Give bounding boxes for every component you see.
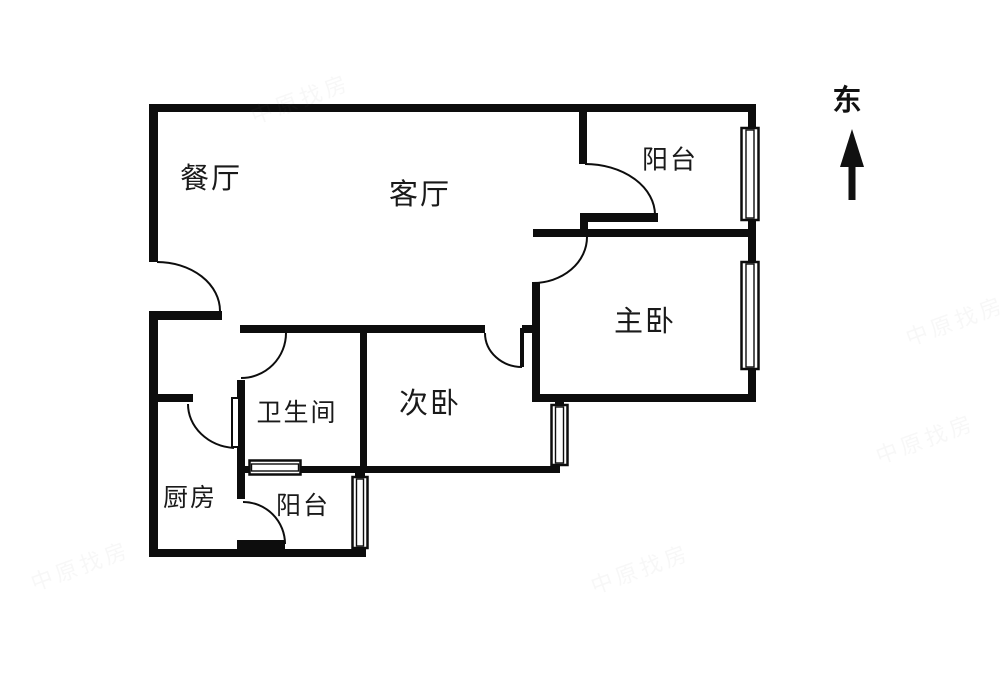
door-arc-bathroom	[240, 332, 287, 379]
room-label-kitchen: 厨房	[162, 484, 218, 512]
wall-tick-1	[355, 471, 365, 479]
window-second-bedroom	[550, 403, 569, 467]
wall-corridor-top-a	[240, 325, 485, 333]
wall-right-top	[748, 104, 756, 130]
wall-lower-horizontal	[243, 466, 560, 473]
wall-left-upper	[149, 104, 158, 262]
doors-layer	[156, 163, 656, 545]
wall-bath-divider	[360, 333, 367, 473]
window-lower-balcony	[351, 475, 369, 550]
room-label-living: 客厅	[388, 179, 452, 211]
walls-layer	[149, 104, 756, 557]
room-label-bathroom: 卫生间	[256, 399, 338, 427]
wall-tick-2	[555, 400, 564, 407]
wall-balcony-divider	[579, 112, 587, 164]
door-arc-master-bedroom	[532, 236, 588, 284]
wall-master-top	[533, 229, 756, 237]
door-arc-kitchen	[186, 403, 235, 449]
wall-entry-stub	[149, 311, 222, 320]
east-arrow-icon	[840, 129, 864, 200]
window-upper-balcony	[740, 126, 760, 222]
door-arc-second-bedroom	[484, 332, 523, 368]
door-arc-lower-balcony	[242, 501, 286, 545]
wall-right-mid	[748, 218, 756, 265]
wall-corridor-top-b	[522, 325, 540, 333]
wall-balcony-stub	[580, 213, 658, 222]
room-label-second-bedroom: 次卧	[398, 388, 462, 420]
windows-layer	[248, 126, 760, 550]
door-arc-entrance	[156, 261, 221, 312]
wall-right-bottom	[748, 366, 756, 402]
wall-top	[149, 104, 756, 112]
wall-balcony-connector	[580, 213, 588, 237]
wall-master-left	[532, 282, 540, 402]
door-leaf-second-bedroom	[520, 328, 524, 367]
room-label-master-bedroom: 主卧	[613, 306, 677, 338]
door-arc-upper-balcony	[584, 163, 656, 216]
wall-lower-balcony-leaf	[237, 540, 285, 549]
wall-kitchen-top	[157, 394, 193, 402]
room-label-balcony-upper: 阳台	[641, 144, 699, 175]
wall-master-bottom	[532, 394, 756, 402]
window-master-bedroom	[740, 260, 760, 371]
room-label-balcony-lower: 阳台	[275, 492, 331, 520]
door-leaf-kitchen	[231, 397, 240, 448]
wall-left-lower	[149, 311, 158, 557]
window-bathroom	[248, 459, 302, 476]
wall-bathroom-left	[237, 380, 245, 499]
wall-bottom	[149, 549, 366, 557]
room-label-dining: 餐厅	[179, 163, 243, 195]
compass-east-label: 东	[832, 85, 862, 117]
